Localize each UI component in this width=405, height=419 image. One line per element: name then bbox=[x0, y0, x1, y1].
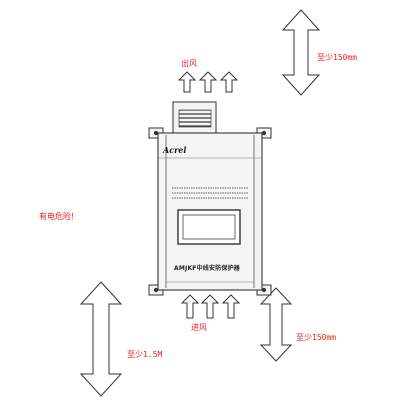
top-fan-housing bbox=[172, 101, 217, 134]
lcd-screen-icon bbox=[177, 209, 241, 245]
clearance-arrow-left bbox=[79, 281, 123, 397]
device-model-name: AMJKF中线安防保护器 bbox=[174, 265, 240, 272]
up-arrow-icon bbox=[177, 71, 197, 93]
up-arrow-icon bbox=[200, 294, 220, 319]
brand-logo: Acrel bbox=[163, 145, 187, 155]
clearance-arrow-top bbox=[281, 9, 321, 96]
outlet-air-arrows bbox=[177, 71, 239, 93]
vent-grille-icon bbox=[178, 109, 212, 128]
up-arrow-icon bbox=[219, 71, 239, 93]
inlet-air-arrows bbox=[180, 294, 241, 319]
up-arrow-icon bbox=[180, 294, 200, 319]
clearance-left-label: 至少1.5M bbox=[127, 350, 163, 359]
front-vent-rows bbox=[172, 187, 248, 199]
clearance-arrow-bottom bbox=[259, 287, 293, 362]
outlet-label: 出风 bbox=[181, 59, 197, 68]
clearance-bottom-label: 至少150mm bbox=[296, 333, 337, 342]
inlet-label: 进风 bbox=[191, 323, 207, 332]
up-arrow-icon bbox=[198, 71, 218, 93]
clearance-top-label: 至少150mm bbox=[317, 53, 358, 62]
up-arrow-icon bbox=[221, 294, 241, 319]
warning-label: 有电危险! bbox=[39, 212, 75, 221]
